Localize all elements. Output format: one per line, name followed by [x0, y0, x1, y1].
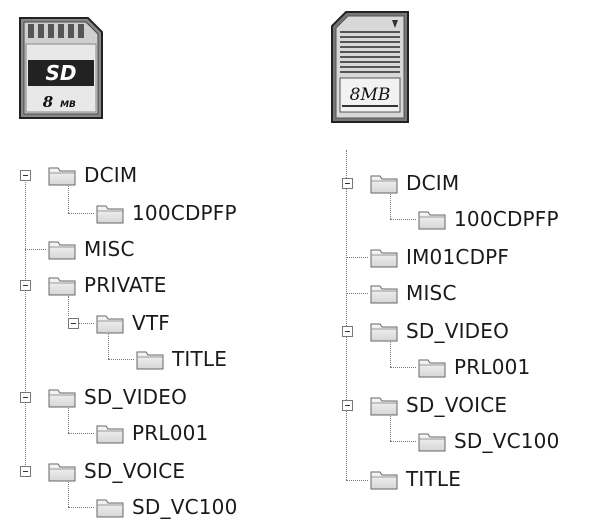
tree-connector [346, 150, 347, 480]
tree-connector [346, 480, 368, 481]
folder-label: PRIVATE [84, 273, 167, 297]
collapse-toggle-icon[interactable] [20, 280, 31, 291]
folder-label: 100CDPFP [454, 207, 559, 231]
collapse-toggle-icon[interactable] [342, 326, 353, 337]
folder-icon [136, 351, 164, 370]
tree-connector [346, 293, 368, 294]
folder-right-im01[interactable]: IM01CDPF [370, 244, 509, 270]
tree-connector [346, 257, 368, 258]
mmc-card-icon: 8MB [331, 11, 409, 123]
folder-icon [48, 241, 76, 260]
folder-icon [48, 463, 76, 482]
mmc-capacity-label: 8MB [350, 85, 391, 105]
folder-right-sd-vc100[interactable]: SD_VC100 [418, 428, 560, 454]
folder-left-sd-vc100[interactable]: SD_VC100 [96, 494, 238, 520]
folder-right-title[interactable]: TITLE [370, 466, 461, 492]
folder-icon [370, 471, 398, 490]
folder-icon [370, 249, 398, 268]
folder-icon [370, 397, 398, 416]
tree-connector [108, 334, 109, 359]
folder-icon [418, 359, 446, 378]
mmc-card-image: 8MB [330, 10, 410, 124]
folder-label: SD_VC100 [132, 495, 238, 519]
folder-label: PRL001 [132, 421, 209, 445]
folder-label: 100CDPFP [132, 201, 237, 225]
tree-connector [390, 194, 391, 219]
folder-label: TITLE [406, 467, 462, 491]
folder-right-dcim[interactable]: DCIM [370, 170, 459, 196]
folder-left-dcim-100[interactable]: 100CDPFP [96, 200, 237, 226]
collapse-toggle-icon[interactable] [342, 400, 353, 411]
tree-connector [390, 342, 391, 367]
folder-label: IM01CDPF [406, 245, 510, 269]
folder-left-prl001[interactable]: PRL001 [96, 420, 208, 446]
folder-left-sd-video[interactable]: SD_VIDEO [48, 384, 187, 410]
folder-label: SD_VIDEO [84, 385, 188, 409]
tree-connector [390, 367, 416, 368]
folder-right-dcim-100[interactable]: 100CDPFP [418, 206, 559, 232]
tree-connector [25, 180, 26, 465]
tree-connector [68, 296, 69, 316]
folder-label: DCIM [84, 163, 138, 187]
collapse-toggle-icon[interactable] [20, 466, 31, 477]
sd-card-image: SD 8 MB [18, 16, 104, 120]
tree-connector [76, 323, 94, 324]
folder-icon [48, 167, 76, 186]
tree-connector [390, 441, 416, 442]
folder-right-sd-video[interactable]: SD_VIDEO [370, 318, 509, 344]
sd-logo: SD [45, 61, 76, 85]
folder-icon [370, 175, 398, 194]
folder-label: SD_VIDEO [406, 319, 510, 343]
folder-icon [96, 499, 124, 518]
folder-icon [96, 205, 124, 224]
folder-label: MISC [406, 281, 457, 305]
tree-connector [108, 359, 134, 360]
folder-icon [96, 315, 124, 334]
folder-icon [418, 211, 446, 230]
tree-connector [390, 416, 391, 441]
tree-connector [25, 249, 46, 250]
folder-left-private[interactable]: PRIVATE [48, 272, 167, 298]
sd-card-icon: SD 8 MB [19, 17, 103, 119]
folder-label: PRL001 [454, 355, 531, 379]
tree-connector [68, 482, 69, 507]
folder-right-misc[interactable]: MISC [370, 280, 457, 306]
sd-capacity-unit: MB [60, 100, 76, 110]
folder-left-misc[interactable]: MISC [48, 236, 135, 262]
folder-label: TITLE [172, 347, 228, 371]
folder-icon [418, 433, 446, 452]
collapse-toggle-icon[interactable] [68, 318, 79, 329]
folder-left-sd-voice[interactable]: SD_VOICE [48, 458, 185, 484]
folder-label: DCIM [406, 171, 460, 195]
folder-right-sd-voice[interactable]: SD_VOICE [370, 392, 507, 418]
tree-connector [68, 408, 69, 433]
folder-icon [370, 285, 398, 304]
folder-label: VTF [132, 311, 171, 335]
folder-icon [96, 425, 124, 444]
tree-connector [390, 219, 416, 220]
folder-label: SD_VOICE [84, 459, 186, 483]
folder-left-dcim[interactable]: DCIM [48, 162, 137, 188]
tree-connector [68, 213, 94, 214]
folder-label: SD_VC100 [454, 429, 560, 453]
folder-right-prl001[interactable]: PRL001 [418, 354, 530, 380]
tree-connector [68, 507, 94, 508]
folder-icon [48, 389, 76, 408]
collapse-toggle-icon[interactable] [20, 170, 31, 181]
collapse-toggle-icon[interactable] [342, 178, 353, 189]
folder-icon [48, 277, 76, 296]
tree-connector [68, 433, 94, 434]
folder-label: MISC [84, 237, 135, 261]
tree-connector [68, 186, 69, 213]
folder-left-title[interactable]: TITLE [136, 346, 227, 372]
folder-icon [370, 323, 398, 342]
collapse-toggle-icon[interactable] [20, 392, 31, 403]
sd-capacity: 8 [43, 93, 54, 111]
folder-left-vtf[interactable]: VTF [96, 310, 170, 336]
folder-label: SD_VOICE [406, 393, 508, 417]
